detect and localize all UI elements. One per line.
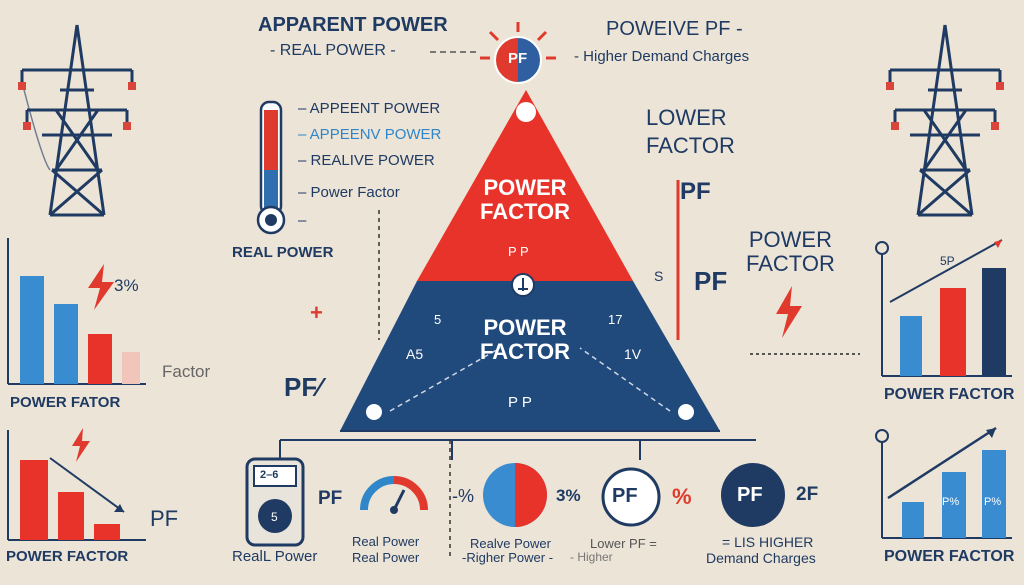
meter-small: 5 — [271, 510, 278, 524]
gauge-label-1: Real Power — [352, 534, 420, 549]
legend-item-1: – APPEENT POWER — [298, 100, 441, 117]
meter-real-power: RealL Power — [232, 548, 318, 565]
right-bottom-chart — [875, 426, 1012, 539]
left-top-chart — [7, 238, 146, 385]
right-top-annot: 5P — [940, 254, 955, 268]
higher-demand-label: - Higher Demand Charges — [574, 48, 750, 65]
left-bottom-chart — [7, 430, 146, 541]
right-bottom-label: POWER FACTOR — [884, 548, 1015, 565]
bottom-pf-1: PF — [318, 488, 343, 509]
pf-dark-circle-icon — [721, 463, 785, 527]
lightning-icon-left-bottom — [72, 428, 90, 462]
pyramid-bottom-sub: P P — [508, 394, 532, 411]
pct-red: % — [672, 484, 692, 509]
legend-item-5: – — [298, 212, 307, 229]
gauge-icon — [360, 476, 428, 514]
pyramid-right-small: 17 — [608, 312, 623, 327]
pf-trailing: 2F — [796, 484, 819, 505]
power-meter-icon — [245, 457, 305, 547]
pf-right-1: PF — [680, 178, 711, 205]
gauge-label-2: Real Power — [352, 550, 420, 565]
pf-badge-rays — [480, 22, 556, 84]
meter-value: 2–6 — [260, 469, 279, 481]
demand-charges-label: Demand Charges — [706, 550, 816, 566]
lightning-icon-left-top — [88, 264, 114, 310]
legend-item-3: – REALIVE POWER — [298, 152, 435, 169]
righer-power-label: -Righer Power - — [462, 550, 554, 565]
legend-item-4: – Power Factor — [298, 184, 400, 201]
left-factor-label: Factor — [162, 362, 211, 381]
poweive-pf-label: POWEIVE PF - — [606, 18, 743, 40]
lightning-icon-right — [776, 286, 802, 338]
right-top-label: POWER FACTOR — [884, 386, 1015, 403]
legend-item-2: – APPEENV POWER — [298, 126, 442, 143]
pyramid-top-sub: P P — [508, 244, 529, 259]
thermometer-icon — [256, 100, 286, 235]
pf-right-2: PF — [694, 266, 728, 296]
pyramid-top-title: POWER FACTOR — [479, 175, 571, 224]
dotted-line-bottom — [449, 440, 451, 560]
real-power-subtitle: - REAL POWER - — [270, 42, 396, 59]
pyramid-right-mark: 1V — [624, 346, 642, 362]
transmission-tower-icon-left — [18, 24, 136, 217]
lower-factor-label: LOWER FACTOR — [646, 105, 735, 158]
pf-dark-text: PF — [737, 484, 763, 506]
dash-line-left — [430, 51, 480, 53]
left-pct: 3% — [114, 276, 139, 295]
higher-label: = LIS HIGHER — [722, 534, 814, 550]
pf-circle-icon — [601, 467, 661, 527]
pf-circle-text: PF — [612, 485, 638, 507]
left-power-factor-label: POWER FACTOR — [6, 548, 129, 565]
s-mark: S — [654, 268, 664, 284]
pyramid-left-small: 5 — [434, 312, 442, 327]
left-pf-label: PF⁄ — [284, 372, 322, 402]
bottom-pct-1: -% — [452, 486, 474, 506]
power-fator-label: POWER FATOR — [10, 394, 121, 411]
right-top-chart — [875, 239, 1012, 377]
bottom-connector — [279, 439, 756, 460]
transmission-tower-icon-right — [886, 24, 1004, 217]
left-pf-lower: PF — [150, 506, 179, 531]
bottom-pct-2: 3% — [556, 486, 581, 505]
right-bottom-bar1: P% — [942, 496, 960, 508]
dotted-line-legend — [378, 210, 380, 340]
thermo-label: REAL POWER — [232, 244, 334, 261]
pyramid-left-mark: A5 — [406, 346, 424, 362]
pie-icon — [483, 463, 547, 527]
right-bottom-bar2: P% — [984, 496, 1002, 508]
plus-mark: + — [310, 300, 323, 325]
power-triangle — [340, 90, 720, 432]
realve-label: Realve Power — [470, 536, 551, 551]
higher-small-label: - Higher — [570, 550, 613, 564]
red-vertical-line — [676, 180, 680, 340]
dotted-line-right — [750, 353, 860, 355]
lower-pf-label: Lower PF = — [590, 536, 657, 551]
apparent-power-title: APPARENT POWER — [258, 14, 448, 36]
pyramid-bottom-title: POWER FACTOR — [479, 315, 571, 364]
pf-badge: PF — [508, 50, 528, 67]
power-factor-right-label: POWER FACTOR — [746, 227, 835, 276]
